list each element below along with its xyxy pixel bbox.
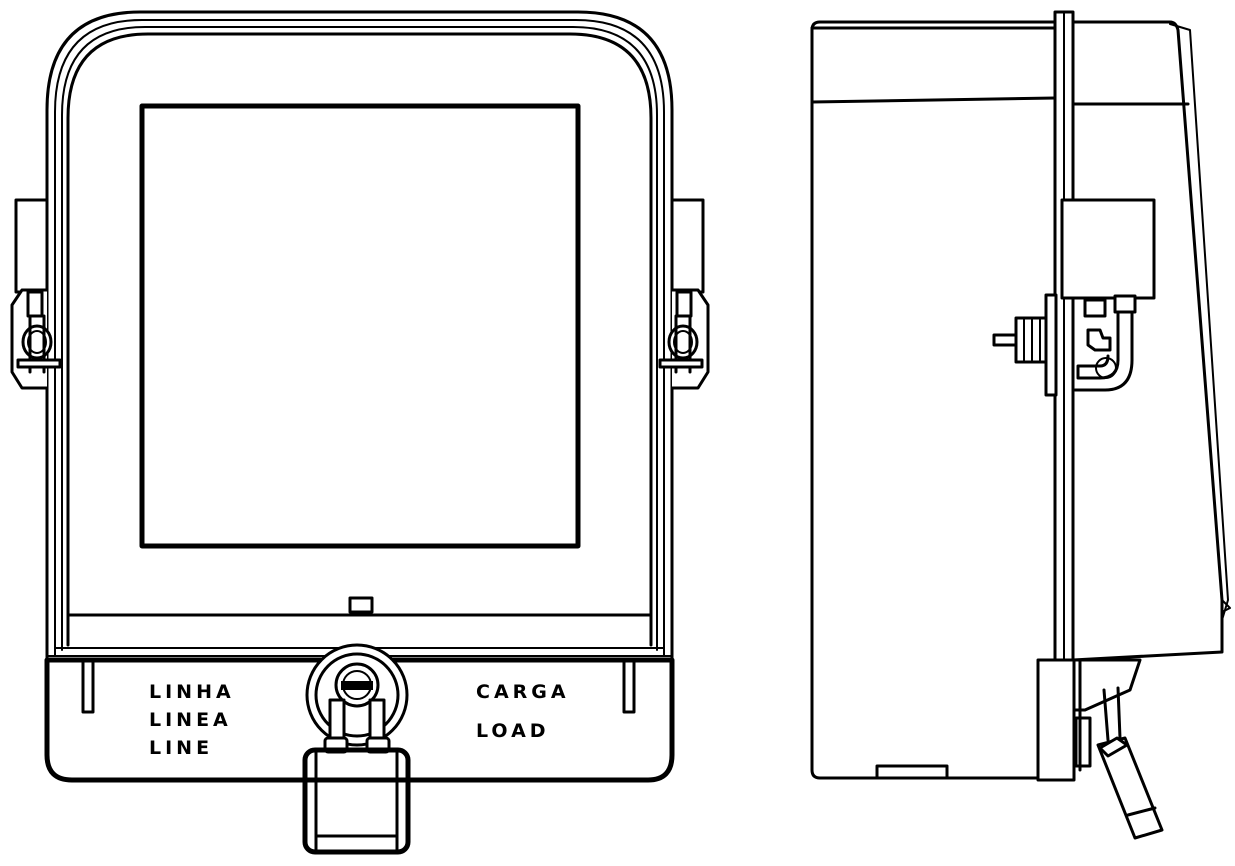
side-box-foot [875, 764, 949, 780]
side-screw-knob [992, 293, 1058, 397]
terminal-post-left [81, 658, 95, 714]
padlock [302, 643, 411, 855]
side-latch-block [1060, 198, 1156, 300]
side-box [810, 20, 1057, 780]
load-label-en: LOAD [476, 720, 550, 742]
front-cover-bevel [66, 32, 653, 647]
terminal-post-right [622, 658, 636, 714]
front-cover-edge [61, 26, 658, 651]
left-mounting-ear [10, 198, 62, 390]
front-view [10, 10, 710, 855]
load-label-pt: CARGA [476, 681, 570, 703]
terminal-cover [44, 657, 675, 783]
front-window [139, 103, 581, 549]
line-label-en: LINE [149, 737, 214, 759]
side-box-seam [810, 96, 1057, 104]
front-window-tab [348, 596, 374, 614]
line-label-es: LINEA [149, 709, 232, 731]
side-terminal-cover [1036, 658, 1076, 782]
front-outer-body [45, 10, 674, 662]
line-label-pt: LINHA [149, 681, 235, 703]
side-padlock [1096, 686, 1164, 840]
front-outer-body-inner-edge [54, 19, 665, 656]
right-mounting-ear [658, 198, 710, 390]
side-view [810, 10, 1231, 840]
